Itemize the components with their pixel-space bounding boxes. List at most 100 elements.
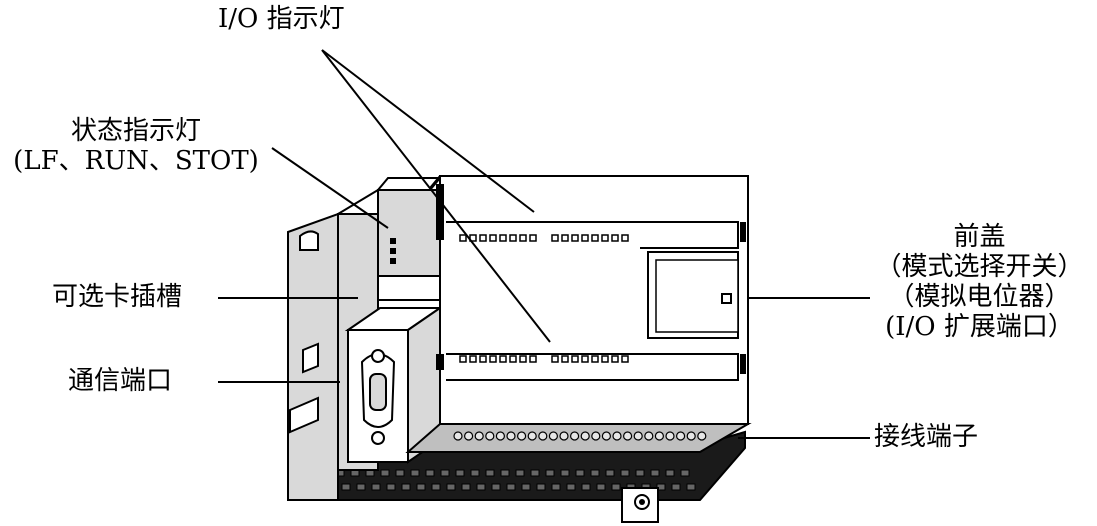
io-led-row-bottom [459, 355, 629, 363]
terminal-screw [644, 431, 654, 441]
terminal-screw [548, 431, 559, 441]
status-indicator-label: 状态指示灯 (LF、RUN、STOT) [0, 116, 272, 176]
io-led [479, 355, 487, 363]
terminal-screw [516, 431, 527, 441]
top-terminal-strip [405, 423, 752, 453]
status-panel [375, 177, 443, 301]
io-led [601, 234, 609, 242]
io-led [591, 234, 599, 242]
io-led [591, 355, 599, 363]
terminal-hole [506, 483, 516, 491]
comm-port-block [344, 306, 444, 464]
io-led [621, 355, 629, 363]
io-led [499, 355, 507, 363]
front-cover-label: 前盖 （模式选择开关） （模拟电位器） (I/O 扩展端口） [862, 222, 1097, 342]
front-cover [647, 251, 739, 339]
terminal-hole [470, 469, 480, 477]
terminal-screw [485, 431, 495, 441]
terminal-hole [665, 469, 675, 477]
terminal-hole [545, 469, 555, 477]
front-cover-line2: （模拟电位器） [888, 282, 1071, 312]
terminal-screw [697, 431, 707, 441]
io-led [519, 234, 527, 242]
main-body [429, 175, 749, 425]
io-led [561, 355, 569, 363]
terminal-holes [305, 469, 696, 491]
terminal-hole [521, 483, 531, 491]
terminal-screw [654, 431, 665, 441]
io-led-row-top [459, 234, 629, 242]
terminal-hole [581, 483, 591, 491]
io-led [489, 355, 497, 363]
terminal-hole [530, 469, 540, 477]
io-led [611, 355, 619, 363]
terminal-hole [500, 469, 510, 477]
io-led [551, 355, 559, 363]
front-cover-title: 前盖 [953, 222, 1006, 252]
mounting-foot [621, 487, 659, 523]
terminal-hole [386, 483, 396, 491]
terminal-hole [575, 469, 585, 477]
terminal-hole [485, 469, 495, 477]
terminal-hole [671, 483, 681, 491]
io-led [499, 234, 507, 242]
terminal-screw [453, 431, 463, 441]
terminal-hole [341, 483, 351, 491]
terminal-hole [476, 483, 486, 491]
terminal-hole [560, 469, 570, 477]
terminal-screw [464, 431, 474, 441]
terminal-hole [356, 483, 366, 491]
terminal-hole [410, 469, 420, 477]
terminal-screw [559, 431, 569, 441]
terminal-hole [536, 483, 546, 491]
io-led [611, 234, 619, 242]
terminal-screws [453, 431, 707, 441]
terminal-hole [551, 483, 561, 491]
io-led [479, 234, 487, 242]
terminal-screw [538, 431, 548, 441]
io-led [581, 234, 589, 242]
io-led [571, 234, 579, 242]
io-led [489, 234, 497, 242]
terminal-screw [612, 431, 622, 441]
terminal-hole [425, 469, 435, 477]
terminal-screw [591, 431, 601, 441]
terminal-hole [461, 483, 471, 491]
io-led [581, 355, 589, 363]
io-led [601, 355, 609, 363]
io-led [621, 234, 629, 242]
io-led [561, 234, 569, 242]
terminal-hole [686, 483, 696, 491]
terminal-hole [401, 483, 411, 491]
io-led [509, 355, 517, 363]
io-led [459, 355, 467, 363]
terminal-screw [665, 431, 675, 441]
terminal-hole [416, 483, 426, 491]
terminal-hole [491, 483, 501, 491]
terminal-screw [633, 431, 643, 441]
io-led [529, 234, 537, 242]
terminal-hole [611, 483, 621, 491]
terminal-hole [635, 469, 645, 477]
io-led [459, 234, 467, 242]
terminal-hole [446, 483, 456, 491]
terminal-hole [431, 483, 441, 491]
front-cover-line1: （模式选择开关） [875, 252, 1084, 282]
terminal-screw [686, 431, 696, 441]
terminal-screw [580, 431, 590, 441]
terminal-hole [680, 469, 690, 477]
terminal-screw [474, 431, 484, 441]
io-led [509, 234, 517, 242]
io-led [571, 355, 579, 363]
terminal-hole [440, 469, 450, 477]
terminal-screw [675, 431, 686, 441]
optional-card-slot-label: 可选卡插槽 [52, 282, 183, 312]
terminal-block-label: 接线端子 [874, 422, 979, 452]
io-indicator-label: I/O 指示灯 [218, 4, 345, 34]
callout-lines [218, 49, 870, 439]
terminal-hole [380, 469, 390, 477]
terminal-hole [395, 469, 405, 477]
comm-port-label: 通信端口 [68, 366, 173, 396]
terminal-hole [605, 469, 615, 477]
